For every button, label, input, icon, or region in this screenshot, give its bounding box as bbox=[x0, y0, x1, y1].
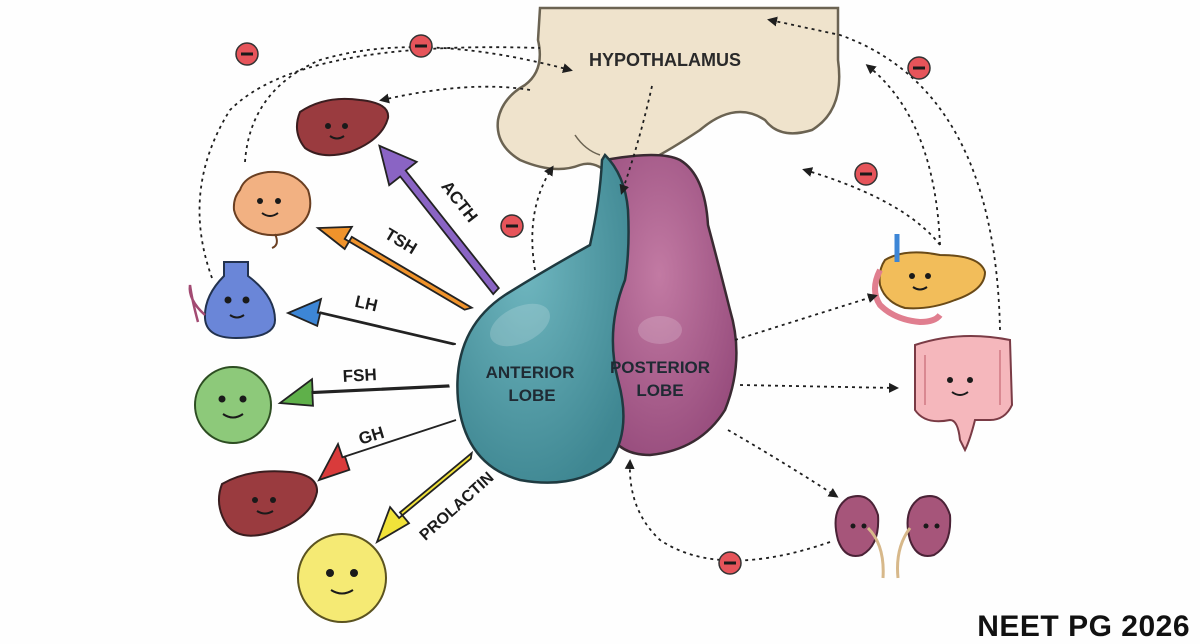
posterior-lobe-label-line1: POSTERIOR bbox=[610, 358, 710, 377]
anterior-to-hypothalamus-path bbox=[531, 165, 554, 271]
feedback-paths bbox=[198, 16, 1001, 562]
hypothalamus-label: HYPOTHALAMUS bbox=[589, 50, 741, 70]
prolactin-label: PROLACTIN bbox=[417, 469, 498, 544]
feedback-path-intestine bbox=[767, 16, 1001, 331]
inhibit-badges bbox=[235, 34, 931, 575]
hypothalamus-to-liver-path bbox=[379, 85, 531, 104]
pituitary-gland: ANTERIOR LOBE POSTERIOR LOBE bbox=[456, 152, 738, 484]
feedback-path-brain bbox=[244, 46, 573, 163]
kidneys-organ bbox=[834, 495, 952, 579]
green-ball-organ bbox=[194, 366, 272, 444]
flask-organ bbox=[188, 261, 277, 340]
posterior-to-pancreas-path bbox=[734, 293, 878, 341]
liver-organ-top bbox=[295, 97, 390, 157]
pituitary-diagram: HYPOTHALAMUS ANTERIOR LOBE POSTERIOR LOB… bbox=[188, 6, 1014, 623]
posterior-to-intestine-path bbox=[739, 382, 899, 393]
liver-organ-bottom bbox=[217, 470, 319, 537]
inhibit-badge bbox=[409, 34, 433, 58]
feedback-path-kidneys bbox=[624, 459, 831, 562]
posterior-lobe-label-line2: LOBE bbox=[636, 381, 683, 400]
inhibit-badge bbox=[718, 551, 742, 575]
prolactin-arrow: PROLACTIN bbox=[375, 450, 498, 544]
brand-watermark: NEET PG 2026 bbox=[977, 610, 1190, 643]
feedback-path-pancreas bbox=[802, 167, 941, 246]
tsh-label: TSH bbox=[381, 224, 420, 258]
hypothalamus-to-posterior-path bbox=[619, 85, 653, 195]
pancreas-organ bbox=[872, 234, 987, 326]
yellow-ball-organ bbox=[297, 533, 387, 623]
feedback-path-outer bbox=[198, 46, 541, 279]
fsh-label: FSH bbox=[342, 365, 377, 386]
anterior-lobe-label-line2: LOBE bbox=[508, 386, 555, 405]
inhibit-badge bbox=[500, 214, 524, 238]
acth-arrow: ACTH bbox=[378, 144, 500, 296]
anterior-lobe bbox=[456, 152, 630, 484]
lh-label: LH bbox=[353, 292, 379, 316]
gh-arrow: GH bbox=[317, 419, 457, 482]
anterior-lobe-label-line1: ANTERIOR bbox=[486, 363, 575, 382]
inhibit-badge bbox=[235, 42, 259, 66]
brain-organ bbox=[232, 170, 312, 249]
feedback-path-pancreas-upper bbox=[865, 64, 941, 246]
intestine-organ bbox=[914, 335, 1014, 453]
lh-arrow: LH bbox=[285, 292, 456, 346]
inhibit-badge bbox=[854, 162, 878, 186]
posterior-to-kidneys-path bbox=[727, 429, 839, 498]
inhibit-badge bbox=[907, 56, 931, 80]
fsh-arrow: FSH bbox=[277, 365, 450, 407]
